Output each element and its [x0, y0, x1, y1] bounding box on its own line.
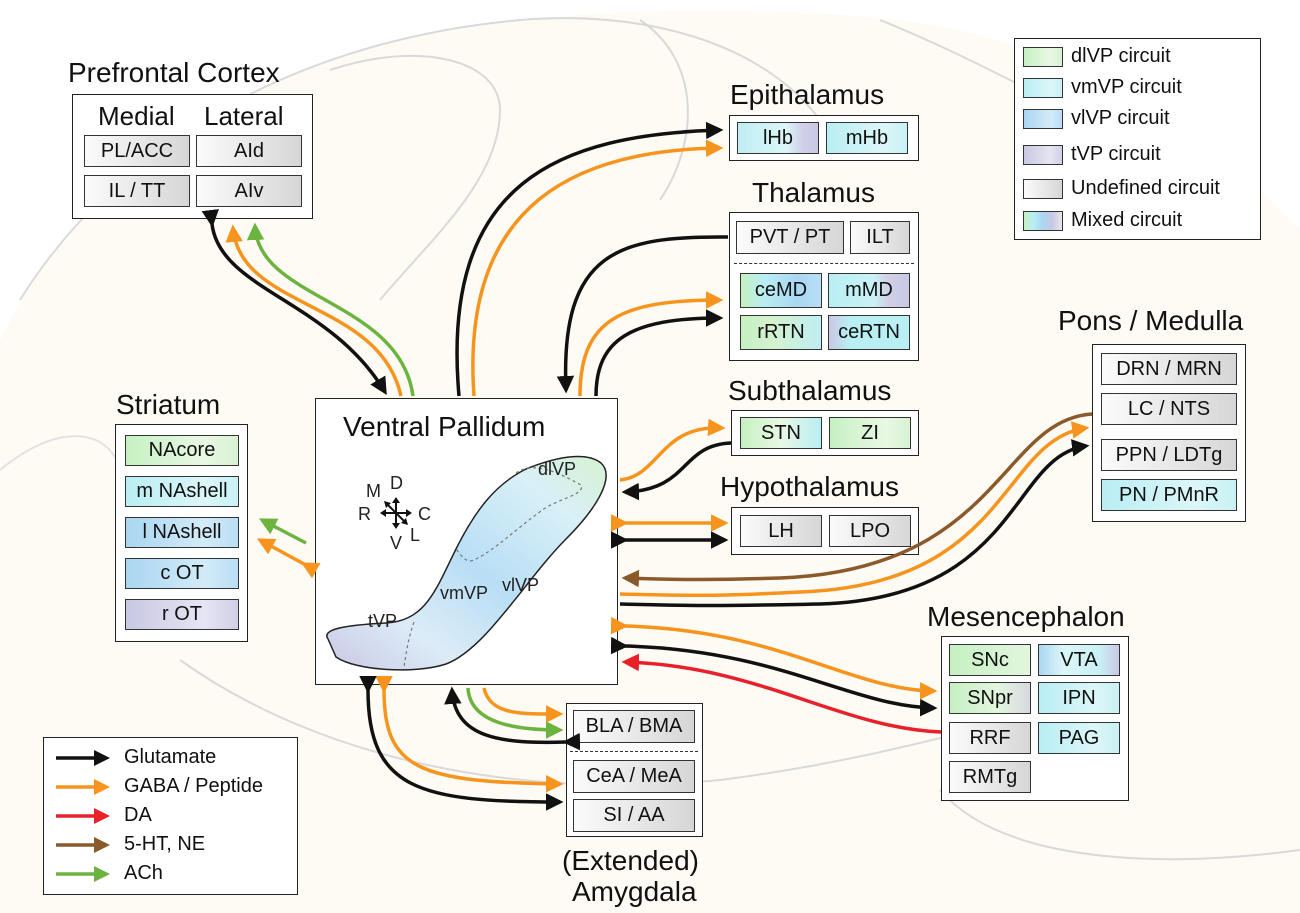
- vp-label-tvp: tVP: [368, 611, 397, 631]
- region-ppn-ldtg: PPN / LDTg: [1101, 439, 1237, 471]
- region-vta: VTA: [1038, 644, 1120, 676]
- circuit-swatch-1: [1023, 78, 1063, 98]
- transmitter-legend-label: ACh: [124, 862, 163, 884]
- transmitter-arrow-icon: [56, 837, 110, 853]
- prefrontal-cortex-panel: Medial Lateral PL/ACC AId IL / TT AIv: [72, 94, 313, 219]
- prefrontal-cortex-title: Prefrontal Cortex: [68, 57, 280, 88]
- ventral-pallidum-panel: Ventral Pallidum dlVP vmVP vlVP tVP: [315, 398, 618, 685]
- hypothalamus-panel: LH LPO: [731, 507, 919, 555]
- lateral-header: Lateral: [204, 101, 284, 131]
- ventral-pallidum-shape: dlVP vmVP vlVP tVP M D R C L V: [326, 455, 607, 671]
- region-zi: ZI: [829, 417, 911, 449]
- region-nacore: NAcore: [125, 435, 239, 466]
- transmitter-arrow-icon: [56, 866, 110, 882]
- circuit-legend-label: Undefined circuit: [1071, 177, 1220, 199]
- region-l-nashell: l NAshell: [125, 517, 239, 548]
- epithalamus-title: Epithalamus: [730, 79, 885, 110]
- pons-medulla-panel: DRN / MRN LC / NTS PPN / LDTg PN / PMnR: [1092, 344, 1246, 522]
- compass-m: M: [366, 481, 381, 501]
- circuit-swatch-3: [1023, 145, 1063, 165]
- amygdala-panel: BLA / BMA CeA / MeA SI / AA: [566, 703, 703, 837]
- region-pvt-pt: PVT / PT: [736, 221, 844, 254]
- region-pag: PAG: [1038, 722, 1120, 754]
- region-stn: STN: [740, 417, 822, 449]
- amygdala-divider: [570, 751, 698, 752]
- mesencephalon-panel: SNc VTA SNpr IPN RRF PAG RMTg: [941, 636, 1129, 801]
- circuit-legend: dlVP circuit vmVP circuit vlVP circuit tVP …: [1014, 38, 1261, 240]
- region-aid: AId: [196, 135, 302, 167]
- compass-v: V: [390, 533, 402, 553]
- vp-label-dlvp: dlVP: [538, 459, 576, 479]
- subthalamus-panel: STN ZI: [731, 410, 919, 456]
- ventral-pallidum-title: Ventral Pallidum: [343, 411, 546, 442]
- transmitter-arrow-icon: [56, 750, 110, 766]
- pons-medulla-title: Pons / Medulla: [1058, 305, 1244, 336]
- medial-header: Medial: [98, 101, 175, 131]
- region-mhb: mHb: [826, 122, 908, 154]
- striatum-title: Striatum: [116, 389, 221, 420]
- region-mmd: mMD: [828, 273, 910, 308]
- vp-dlvp-boundary: [455, 467, 582, 562]
- region-drn-mrn: DRN / MRN: [1101, 353, 1237, 385]
- circuit-swatch-2: [1023, 109, 1063, 129]
- region-si-aa: SI / AA: [573, 799, 695, 832]
- region-ilt: ILT: [850, 221, 910, 254]
- region-m-nashell: m NAshell: [125, 476, 239, 507]
- vp-label-vlvp: vlVP: [502, 575, 539, 595]
- compass-r: R: [358, 504, 371, 524]
- region-lpo: LPO: [829, 515, 911, 547]
- circuit-legend-label: Mixed circuit: [1071, 209, 1183, 231]
- region-snpr: SNpr: [949, 682, 1031, 714]
- transmitter-legend-label: 5-HT, NE: [124, 833, 206, 855]
- region-certn: ceRTN: [828, 315, 910, 350]
- transmitter-legend-label: GABA / Peptide: [124, 775, 263, 797]
- region-lh: LH: [740, 515, 822, 547]
- orientation-compass-icon: M D R C L V: [358, 473, 431, 553]
- vp-label-vmvp: vmVP: [440, 583, 488, 603]
- vp-outline: [326, 455, 607, 671]
- region-cemd: ceMD: [740, 273, 822, 308]
- region-lhb: lHb: [737, 122, 819, 154]
- region-aiv: AIv: [196, 175, 302, 207]
- transmitter-arrow-icon: [56, 779, 110, 795]
- region-lc-nts: LC / NTS: [1101, 393, 1237, 425]
- striatum-panel: NAcore m NAshell l NAshell c OT r OT: [115, 424, 248, 642]
- region-bla-bma: BLA / BMA: [573, 710, 695, 743]
- region-ipn: IPN: [1038, 682, 1120, 714]
- region-il-tt: IL / TT: [84, 175, 190, 207]
- region-r-ot: r OT: [125, 599, 239, 630]
- transmitter-arrow-icon: [56, 808, 110, 824]
- compass-l: L: [410, 525, 420, 545]
- circuit-swatch-0: [1023, 47, 1063, 67]
- hypothalamus-title: Hypothalamus: [720, 471, 899, 502]
- amygdala-title-line2: Amygdala: [572, 876, 697, 907]
- subthalamus-title: Subthalamus: [728, 375, 892, 406]
- thalamus-title: Thalamus: [752, 177, 875, 208]
- mesencephalon-title: Mesencephalon: [927, 601, 1125, 632]
- amygdala-title-line1: (Extended): [562, 845, 699, 876]
- region-rmtg: RMTg: [949, 761, 1031, 793]
- epithalamus-panel: lHb mHb: [729, 115, 919, 161]
- transmitter-legend-label: DA: [124, 804, 152, 826]
- vp-tvp-boundary: [403, 621, 415, 668]
- compass-d: D: [390, 473, 403, 493]
- thalamus-panel: PVT / PT ILT ceMD mMD rRTN ceRTN: [729, 212, 919, 361]
- thalamus-divider: [734, 263, 914, 264]
- region-cea-mea: CeA / MeA: [573, 760, 695, 793]
- region-c-ot: c OT: [125, 558, 239, 589]
- region-pl-acc: PL/ACC: [84, 135, 190, 167]
- region-rrf: RRF: [949, 722, 1031, 754]
- circuit-swatch-4: [1023, 179, 1063, 199]
- circuit-swatch-5: [1023, 211, 1063, 231]
- circuit-legend-label: vmVP circuit: [1071, 76, 1182, 98]
- circuit-legend-label: dlVP circuit: [1071, 45, 1171, 67]
- circuit-legend-label: tVP circuit: [1071, 143, 1161, 165]
- region-snc: SNc: [949, 644, 1031, 676]
- compass-c: C: [418, 504, 431, 524]
- region-rrtn: rRTN: [740, 315, 822, 350]
- circuit-legend-label: vlVP circuit: [1071, 107, 1170, 129]
- region-pn-pmnr: PN / PMnR: [1101, 479, 1237, 511]
- transmitter-legend-label: Glutamate: [124, 746, 217, 768]
